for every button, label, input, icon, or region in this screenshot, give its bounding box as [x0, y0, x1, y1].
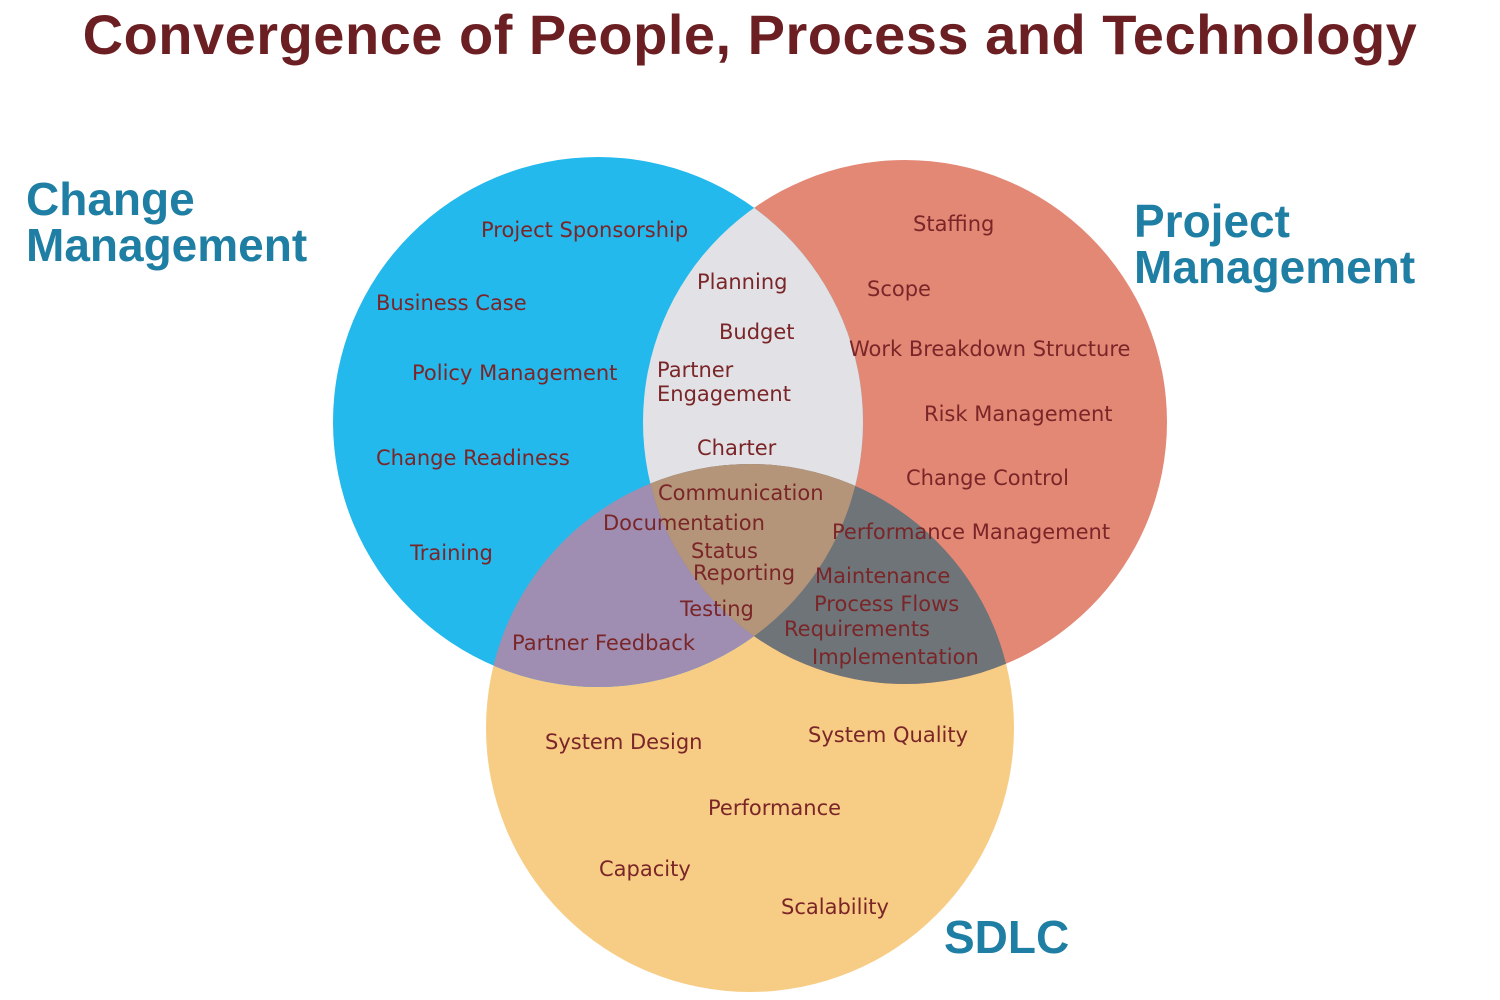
pm-sdlc-item: Requirements: [784, 617, 930, 641]
change-management-label: Change Management: [26, 173, 308, 271]
pm-item: Performance Management: [832, 520, 1111, 544]
project-management-label: Project Management: [1134, 195, 1416, 293]
cm-pm-item: Budget: [719, 320, 795, 344]
pm-item: Staffing: [913, 212, 995, 236]
center-item: Status: [691, 539, 758, 563]
center-item: Documentation: [603, 511, 765, 535]
pm-item: Risk Management: [924, 402, 1113, 426]
cm-item: Project Sponsorship: [481, 218, 689, 242]
cm-item: Policy Management: [412, 361, 618, 385]
center-item: Communication: [658, 481, 824, 505]
cm-sdlc-overlap: [486, 464, 863, 687]
pm-item: Scope: [867, 277, 931, 301]
cm-item: Change Readiness: [376, 446, 570, 470]
pm-item: Change Control: [906, 466, 1069, 490]
pm-sdlc-overlap: [643, 464, 1014, 684]
cm-item: Business Case: [376, 291, 527, 315]
sdlc-item: System Quality: [808, 723, 969, 747]
sdlc-label: SDLC: [944, 911, 1070, 963]
sdlc-item: Scalability: [781, 895, 889, 919]
pm-sdlc-item: Maintenance: [815, 564, 951, 588]
cm-pm-item: Charter: [697, 436, 777, 460]
sdlc-item: Capacity: [599, 857, 691, 881]
pm-item: Work Breakdown Structure: [849, 337, 1131, 361]
pm-sdlc-item: Implementation: [812, 645, 979, 669]
pm-sdlc-item: Process Flows: [814, 592, 960, 616]
center-item: Reporting: [693, 561, 796, 585]
center-item: Testing: [680, 597, 754, 621]
cm-sdlc-item: Partner Feedback: [512, 631, 696, 655]
cm-item: Training: [410, 541, 493, 565]
cm-pm-item: Partner Engagement: [657, 358, 791, 406]
cm-pm-item: Planning: [697, 270, 788, 294]
page-title: Convergence of People, Process and Techn…: [82, 3, 1418, 66]
sdlc-item: Performance: [708, 796, 842, 820]
sdlc-item: System Design: [545, 730, 703, 754]
